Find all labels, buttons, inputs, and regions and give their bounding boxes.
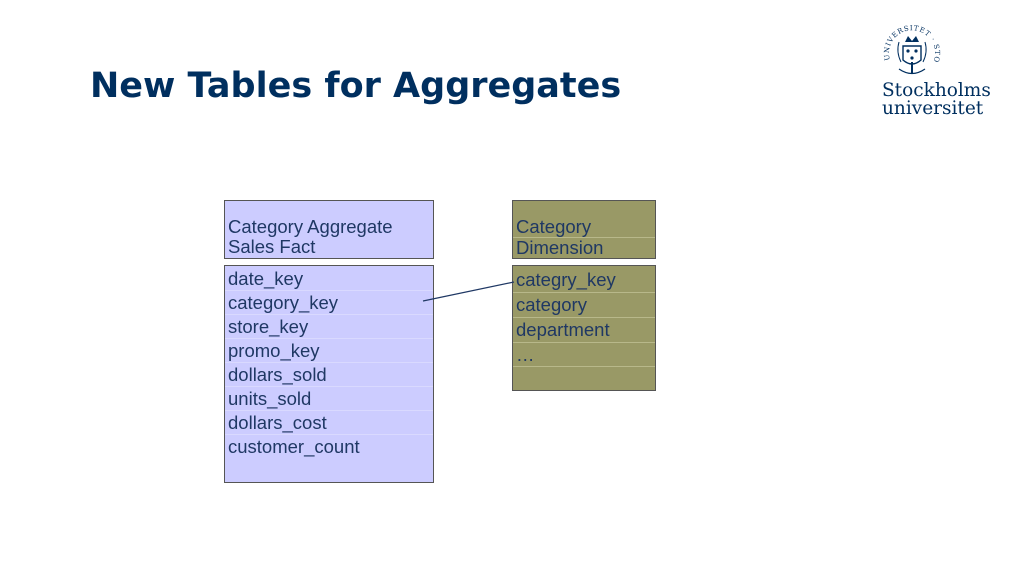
fact-field: dollars_sold: [228, 364, 327, 385]
slide-title: New Tables for Aggregates: [90, 66, 622, 106]
fact-field: store_key: [228, 316, 309, 337]
university-seal-icon: UNIVERSITET · STOCKHOLMS: [881, 22, 940, 75]
fact-field: promo_key: [228, 340, 320, 361]
dimension-field: …: [516, 344, 535, 365]
dimension-field: categry_key: [516, 269, 616, 290]
fact-to-dimension-connector: [422, 281, 515, 302]
fact-field: date_key: [228, 268, 304, 289]
dimension-header-line-1: Category: [516, 216, 592, 237]
dimension-table-header: Category Dimension: [512, 200, 656, 259]
fact-field: category_key: [228, 292, 339, 313]
dimension-field: department: [516, 319, 610, 340]
fact-field: customer_count: [228, 436, 360, 457]
fact-table-body: date_key category_key store_key promo_ke…: [224, 265, 434, 483]
dimension-field: category: [516, 294, 587, 315]
dimension-table-body: categry_key category department …: [512, 265, 656, 391]
fact-header-line-2: Sales Fact: [228, 236, 316, 257]
fact-field: dollars_cost: [228, 412, 327, 433]
fact-header-line-1: Category Aggregate: [228, 216, 393, 237]
logo-wordmark: Stockholms universitet: [882, 80, 991, 119]
dimension-header-line-2: Dimension: [516, 237, 604, 258]
fact-table-header: Category Aggregate Sales Fact: [224, 200, 434, 259]
logo-line-1: Stockholms: [882, 80, 991, 101]
logo-line-2: universitet: [882, 98, 984, 119]
university-logo: UNIVERSITET · STOCKHOLMS Stockholms univ…: [880, 22, 1000, 122]
fact-field: units_sold: [228, 388, 312, 409]
